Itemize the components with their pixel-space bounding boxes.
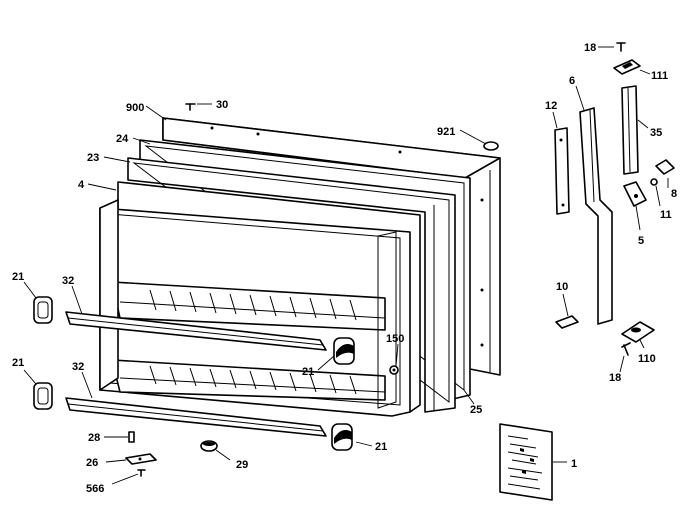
callout-32-lower: 32 [72,361,84,373]
callout-6: 6 [569,75,575,87]
callout-566: 566 [86,483,104,495]
screw-18-bottom [621,342,631,356]
part-8 [655,159,675,175]
clip-10 [555,315,579,329]
callout-5: 5 [638,235,644,247]
callout-1: 1 [571,458,577,470]
callout-24: 24 [116,133,129,145]
cover-35 [621,85,639,175]
callout-150: 150 [386,333,404,345]
callout-110: 110 [638,353,656,365]
screw-18-top [616,42,626,52]
callout-35: 35 [650,127,662,139]
callout-8: 8 [671,188,677,200]
callout-25: 25 [470,404,482,416]
callout-26: 26 [86,457,98,469]
door-bar-lower [65,397,327,437]
callout-29: 29 [236,459,248,471]
hinge-bar-6 [579,107,613,325]
callout-21-lower-right: 21 [375,441,387,453]
callout-30: 30 [216,99,228,111]
callout-11: 11 [660,209,672,221]
part-566 [137,469,146,477]
callout-921: 921 [437,126,455,138]
callout-21-upper-right: 21 [302,366,314,378]
part-28 [128,431,135,443]
callout-900: 900 [126,102,144,114]
owner-manual [499,423,553,501]
callout-32-upper: 32 [62,275,74,287]
screw-30 [185,103,196,111]
callout-10: 10 [556,281,568,293]
callout-28: 28 [88,432,100,444]
callout-21-lower-left: 21 [12,357,24,369]
plug-921 [483,141,499,151]
callout-4: 4 [78,179,85,191]
end-cap-upper-right [333,337,355,365]
callout-111: 111 [651,70,668,82]
end-cap-lower-right [331,423,353,451]
part-29 [200,440,218,452]
callout-12: 12 [545,100,557,112]
door-liner [99,181,421,417]
hinge-plate-12 [554,127,570,215]
callout-21-upper-left: 21 [12,271,24,283]
callout-18-lower: 18 [609,372,621,384]
part-11 [650,178,658,186]
door-bar-upper [65,311,327,351]
hinge-110 [621,321,655,343]
callout-23: 23 [87,152,99,164]
hinge-cap-111 [613,59,641,75]
leader-lines [23,46,669,485]
part-150 [389,365,399,375]
bracket-5 [623,181,647,207]
end-cap-upper-left [33,296,53,324]
end-cap-lower-left [33,382,53,410]
callout-18: 18 [584,42,596,54]
callout-labels: 18 111 6 12 35 8 11 5 10 110 18 900 30 9… [12,42,677,495]
part-26 [125,453,157,465]
